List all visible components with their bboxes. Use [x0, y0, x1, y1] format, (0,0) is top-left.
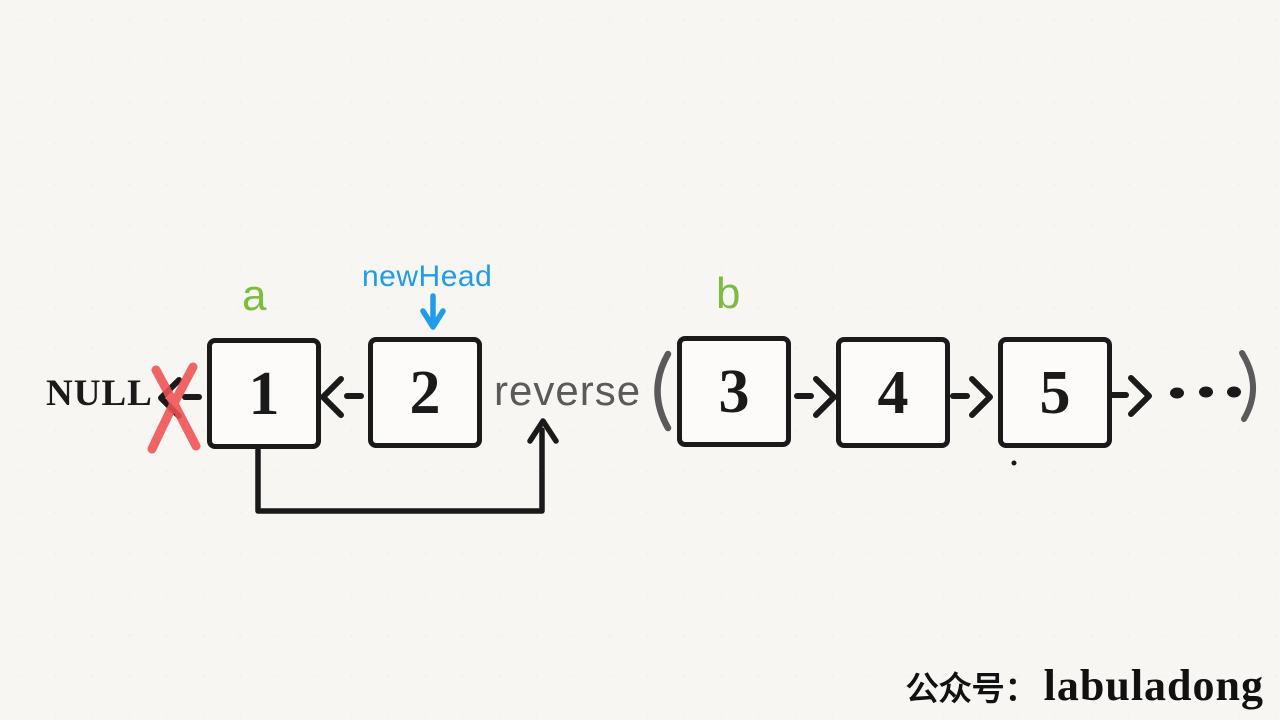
node-value-1: 1 — [248, 359, 280, 428]
node-value-2: 2 — [409, 358, 441, 427]
segment-a-label: a — [242, 271, 267, 320]
right-arrow-icon-2 — [950, 376, 993, 418]
list-node-1: 1 — [207, 338, 321, 449]
null-label: NULL — [46, 373, 153, 414]
segment-b-label: b — [716, 269, 741, 318]
list-node-2: 2 — [368, 337, 482, 448]
list-node-4: 4 — [836, 337, 950, 448]
newhead-pointer-label: newHead — [362, 260, 493, 293]
watermark: 公众号： labuladong — [906, 660, 1264, 711]
red-cross-icon — [147, 362, 201, 454]
watermark-prefix: 公众号： — [905, 670, 1038, 707]
left-arrow-icon — [320, 376, 364, 418]
node-value-3: 3 — [718, 357, 750, 426]
crossed-left-arrow-icon — [158, 377, 202, 419]
watermark-name: labuladong — [1043, 661, 1264, 710]
close-paren-icon — [1239, 350, 1256, 422]
stray-dot — [1011, 460, 1017, 466]
list-node-3: 3 — [677, 336, 791, 447]
reverse-function-label: reverse — [494, 367, 642, 414]
list-node-5: 5 — [998, 337, 1112, 448]
right-arrow-icon-3 — [1109, 375, 1152, 417]
ellipsis-dots-icon — [1170, 386, 1241, 399]
right-arrow-icon-1 — [794, 376, 837, 418]
open-paren-icon — [654, 350, 672, 432]
node-value-4: 4 — [877, 358, 909, 427]
node-value-5: 5 — [1039, 358, 1071, 427]
blue-down-arrow-icon — [420, 293, 446, 330]
